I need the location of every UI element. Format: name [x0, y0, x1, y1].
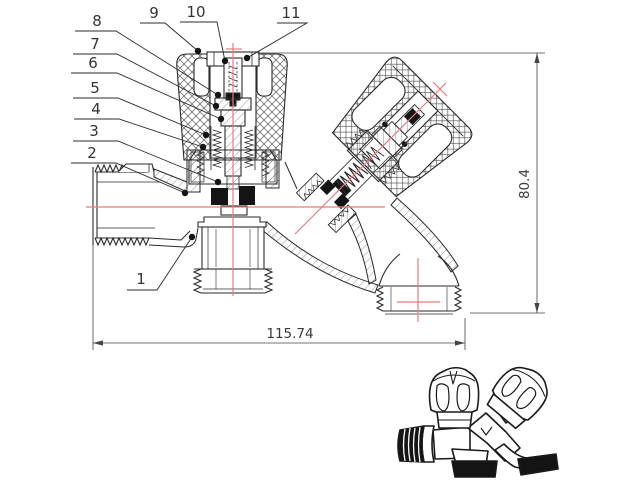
- right-outlet: [375, 253, 463, 315]
- callout-label-6: 6: [88, 54, 98, 72]
- product-3d-view: [397, 366, 559, 478]
- dimension-height: [257, 52, 545, 314]
- callout-leaders: [71, 21, 309, 291]
- callout-label-5: 5: [90, 79, 100, 97]
- callout-label-7: 7: [90, 35, 100, 53]
- callout-label-9: 9: [149, 4, 159, 22]
- callout-label-1: 1: [136, 270, 146, 288]
- callout-label-11: 11: [281, 4, 300, 22]
- callout-dots: [181, 47, 251, 241]
- dimension-width-value: 115.74: [266, 326, 313, 342]
- callout-label-10: 10: [186, 3, 205, 21]
- dimension-width: [92, 245, 466, 350]
- inlet-male-thread: [92, 163, 160, 247]
- callout-label-4: 4: [91, 100, 101, 118]
- centerlines: [86, 43, 448, 322]
- dimension-height-value: 80.4: [517, 169, 533, 199]
- callout-label-8: 8: [92, 12, 102, 30]
- callout-label-2: 2: [87, 144, 97, 162]
- callout-label-3: 3: [89, 122, 99, 140]
